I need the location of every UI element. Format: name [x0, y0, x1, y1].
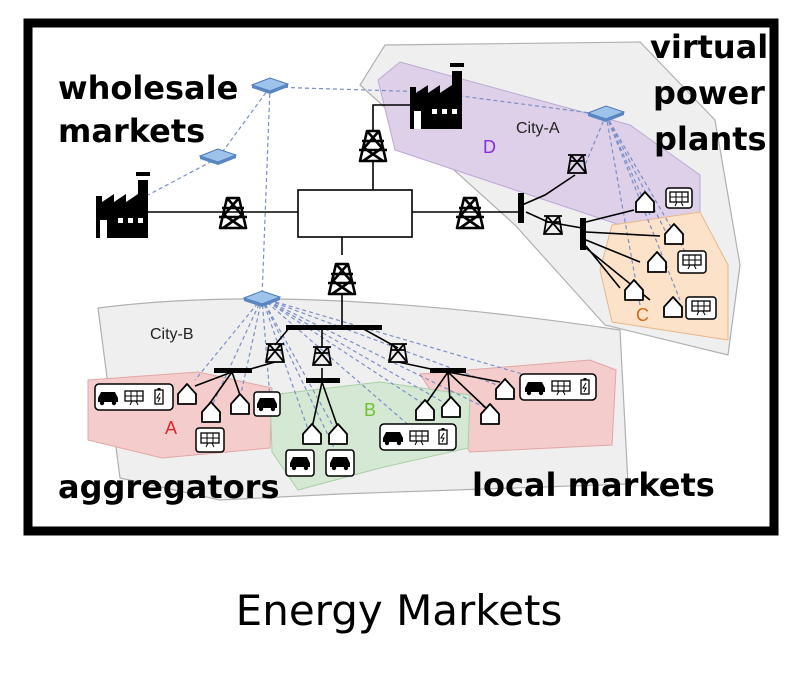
local-markets-label: local markets: [472, 466, 715, 504]
factory-icon: [96, 172, 150, 238]
feeder-busbar-b: [306, 378, 340, 383]
region-c-label: C: [636, 305, 649, 325]
network-switch-icon: [199, 148, 237, 166]
city-b-busbar: [286, 325, 382, 330]
device-box-b-car-2: [325, 449, 355, 477]
device-box-east-multi: [519, 373, 597, 401]
feeder-busbar-east: [430, 368, 466, 373]
device-box-b-car-1: [285, 449, 315, 477]
transmission-tower-icon: [326, 262, 358, 296]
vpp-label-line2: power: [653, 74, 765, 112]
wholesale-markets-label-line2: markets: [58, 112, 205, 150]
diagram-frame: [23, 18, 779, 536]
vpp-label-line1: virtual: [650, 28, 768, 66]
city-a-busbar: [518, 193, 524, 223]
region-d-label: D: [483, 137, 496, 157]
device-box-vpp-3: [685, 296, 717, 320]
communication-links: [147, 86, 691, 461]
device-box-a-panel: [195, 427, 225, 453]
network-switch-icon: [251, 77, 289, 95]
wholesale-markets-label-line1: wholesale: [58, 69, 238, 107]
battery-icon: [438, 427, 448, 445]
device-box-b-multi: [379, 423, 457, 451]
city-a-feeder-busbar: [580, 218, 586, 250]
vpp-label-line3: plants: [654, 120, 767, 158]
battery-icon: [580, 377, 590, 395]
device-box-a-multi: [94, 383, 174, 411]
central-substation: [297, 189, 413, 238]
transmission-tower-icon: [357, 129, 389, 163]
battery-icon: [154, 387, 164, 405]
city-b-label: City-B: [150, 326, 194, 343]
device-box-a-car: [253, 391, 281, 417]
transmission-tower-icon: [217, 196, 249, 230]
region-a-label: A: [165, 418, 177, 438]
region-b-label: B: [364, 400, 376, 420]
feeder-busbar-a: [214, 368, 252, 373]
city-a-label: City-A: [516, 120, 560, 137]
device-box-vpp-2: [677, 250, 707, 274]
device-box-vpp-1: [665, 187, 693, 209]
aggregators-label: aggregators: [58, 468, 280, 506]
transmission-tower-icon: [454, 196, 486, 230]
caption: Energy Markets: [236, 586, 563, 635]
